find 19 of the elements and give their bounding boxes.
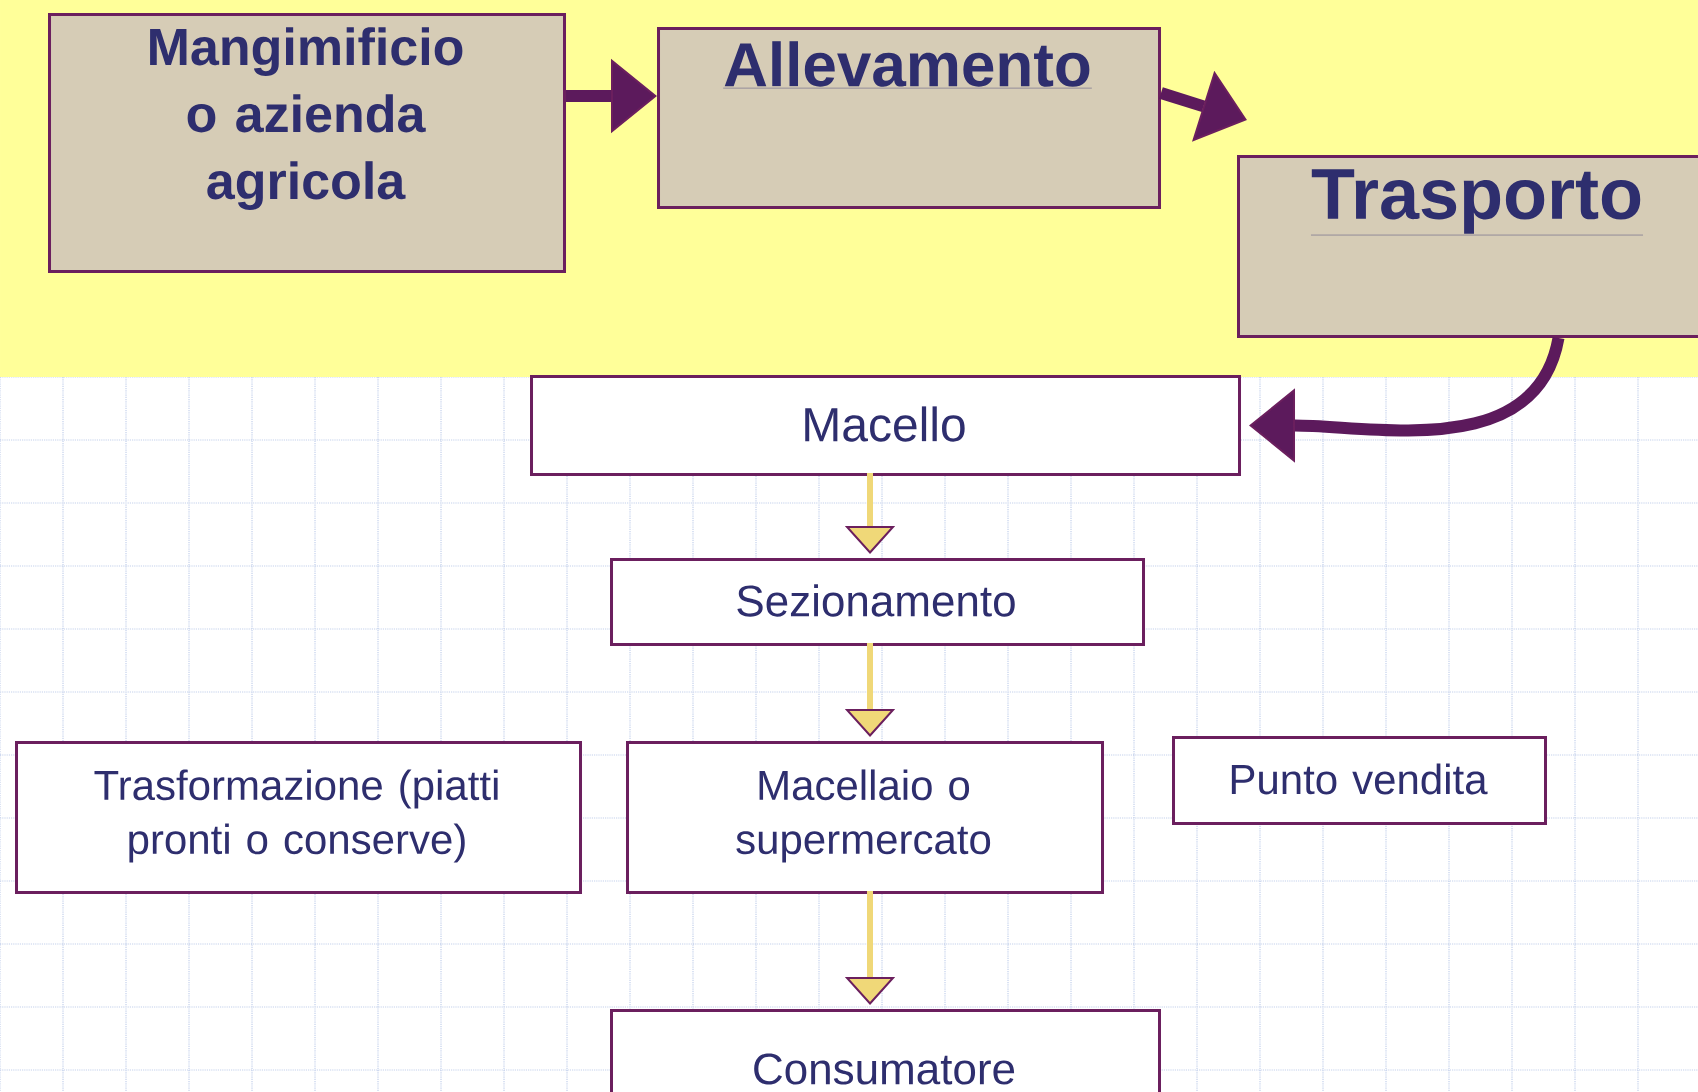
stage-box [1237, 155, 1698, 338]
node-label: Sezionamento [737, 584, 1015, 617]
node-label: Trasporto [1311, 169, 1641, 234]
stage-box [657, 27, 1161, 209]
step-box [530, 375, 1241, 476]
node-label: Allevamento [724, 41, 1090, 87]
node-label: Macellaio o supermercato [736, 769, 991, 863]
node-label: Consumatore [754, 1053, 1015, 1085]
stage-box [48, 13, 566, 273]
step-box [15, 741, 582, 894]
arrow [1159, 70, 1247, 142]
step-box [610, 1009, 1161, 1092]
node-label: Punto vendita [1231, 763, 1488, 795]
step-box [610, 558, 1145, 646]
node-label: Trasformazione (piatti pronti o conserve) [94, 769, 498, 863]
step-box [1172, 736, 1547, 825]
node-label: Macello [805, 406, 965, 442]
node-label: Mangimificio o azienda agricola [150, 27, 463, 210]
step-box [626, 741, 1104, 894]
